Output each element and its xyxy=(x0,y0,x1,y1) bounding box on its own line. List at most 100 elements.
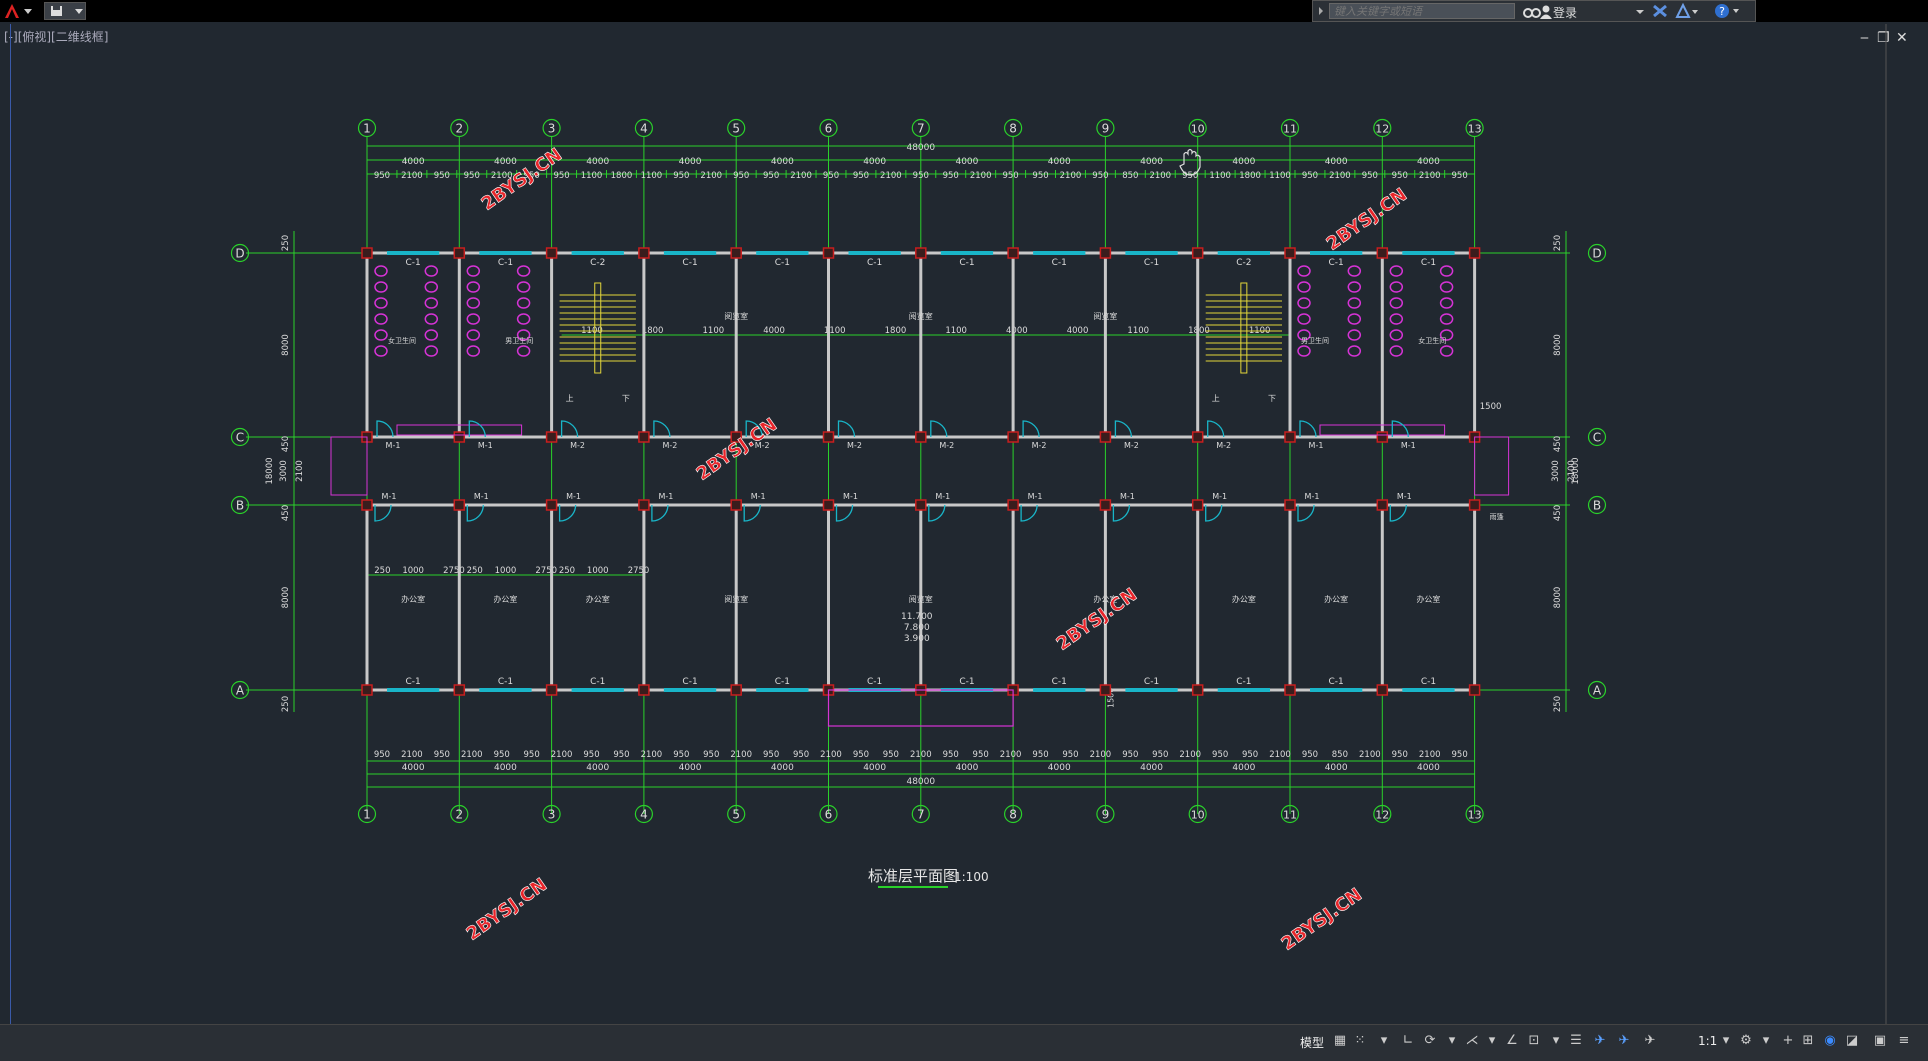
room-label-reading-south: 阅览室 xyxy=(909,594,933,604)
column xyxy=(545,431,558,443)
window-label-south: C-1 xyxy=(959,677,974,687)
door-label-north: M-2 xyxy=(847,441,862,450)
osnap-dropdown-icon[interactable]: ▾ xyxy=(1488,1033,1496,1048)
snap-dropdown-icon[interactable]: ▾ xyxy=(1380,1033,1388,1048)
binoculars-icon[interactable] xyxy=(1521,1,1543,21)
bay-dim-top-6: 4000 xyxy=(955,157,978,167)
a360-icon[interactable] xyxy=(1673,1,1699,21)
sub-dim-bottom-7: 950 xyxy=(583,750,599,760)
door-label-north: M-2 xyxy=(570,441,585,450)
sub-dim-bottom-10: 950 xyxy=(673,750,689,760)
search-input[interactable] xyxy=(1329,3,1515,19)
login-link[interactable]: 登录 xyxy=(1553,6,1578,20)
toilet-fixture xyxy=(1389,313,1404,325)
side-dim-left-1: 8000 xyxy=(281,334,291,356)
room-label-office: 办公室 xyxy=(586,594,610,604)
window-label-north: C-1 xyxy=(1329,258,1344,268)
login-dropdown-icon[interactable] xyxy=(1635,1,1645,21)
door-corridor-north xyxy=(376,420,394,438)
door-label-south: M-1 xyxy=(935,492,950,501)
toilet-fixture xyxy=(1347,345,1362,357)
hardware-acceleration-icon[interactable]: ◪ xyxy=(1845,1033,1859,1048)
door-corridor-south xyxy=(835,504,854,522)
elevation-0: 11.700 xyxy=(901,612,933,622)
side-total-right: 18000 xyxy=(1571,457,1581,484)
sub-dim-bottom-35: 2100 xyxy=(1419,750,1441,760)
polar-dropdown-icon[interactable]: ▾ xyxy=(1448,1033,1456,1048)
door-label-south: M-1 xyxy=(751,492,766,501)
minimize-icon[interactable]: ‒ xyxy=(1860,30,1869,46)
snap-icon[interactable]: ⁙ xyxy=(1354,1033,1366,1048)
sub-dim-top-1: 2100 xyxy=(401,171,423,181)
user-icon xyxy=(1540,5,1552,19)
door-label-north: M-2 xyxy=(939,441,954,450)
axis-label-C-left: C xyxy=(236,431,244,445)
toilet-fixture xyxy=(1297,297,1311,309)
sub-dim-bottom-0: 950 xyxy=(374,750,390,760)
axis-label-D-right: D xyxy=(1592,247,1601,261)
close-icon[interactable]: ✕ xyxy=(1896,30,1908,46)
toilet-fixture xyxy=(1389,345,1404,357)
units-icon[interactable]: ⊞ xyxy=(1802,1033,1814,1048)
axis-bubble-10 xyxy=(1188,118,1207,138)
door-corridor-north xyxy=(1207,420,1225,438)
model-space-button[interactable]: 模型 xyxy=(1300,1036,1325,1050)
application-menu-button[interactable] xyxy=(2,2,42,20)
toilet-fixture xyxy=(374,265,388,277)
ortho-icon[interactable]: ∟ xyxy=(1402,1033,1414,1048)
transparency-icon[interactable]: ▾ xyxy=(1552,1033,1560,1048)
annotation-visibility-icon[interactable]: ✈ xyxy=(1594,1033,1606,1048)
selection-cycling-icon[interactable]: ☰ xyxy=(1570,1033,1582,1048)
toilet-fixture xyxy=(1439,265,1454,277)
lineweight-icon[interactable]: ⊡ xyxy=(1528,1033,1540,1048)
inner-dim-4: 1100 xyxy=(824,326,846,336)
annotation-scale-value[interactable]: 1:1 xyxy=(1698,1034,1718,1048)
side-dim-left-4: 3000 xyxy=(279,460,289,482)
expand-arrow-icon[interactable] xyxy=(1316,1,1326,21)
axis-bubble-3 xyxy=(542,804,561,824)
axis-label-B-right: B xyxy=(1593,499,1601,513)
annotation-monitor-icon[interactable]: + xyxy=(1782,1033,1794,1048)
axis-label-5-top: 5 xyxy=(732,122,740,136)
toilet-fixture xyxy=(1297,345,1311,357)
side-dim-left-0: 250 xyxy=(281,235,291,251)
door-corridor-south xyxy=(651,504,669,522)
door-corridor-south xyxy=(1389,504,1407,522)
axis-bubble-12 xyxy=(1373,118,1392,138)
column xyxy=(638,247,650,259)
exchange-icon[interactable] xyxy=(1651,1,1669,21)
inner-dim-1: 1800 xyxy=(642,326,664,336)
axis-bubble-A xyxy=(230,680,250,700)
workspace-dropdown-icon[interactable]: ▾ xyxy=(1762,1033,1770,1048)
overall-dim-bottom: 48000 xyxy=(906,777,935,787)
clean-screen-icon[interactable]: ▣ xyxy=(1873,1033,1887,1048)
workspace-gear-icon[interactable]: ⚙ xyxy=(1740,1033,1752,1048)
sub-dim-top-14: 2100 xyxy=(790,171,812,181)
door-corridor-north xyxy=(560,420,579,438)
column xyxy=(915,499,927,511)
annotation-scale-icon[interactable]: ✈ xyxy=(1644,1033,1656,1048)
ramp-label: 雨篷 xyxy=(1490,512,1504,521)
window-label-north: C-1 xyxy=(867,258,882,268)
door-corridor-south xyxy=(466,504,484,522)
polar-icon[interactable]: ⟳ xyxy=(1424,1033,1436,1048)
viewport-controls-label[interactable]: [-][俯视][二维线框] xyxy=(4,30,109,44)
door-corridor-south xyxy=(1112,504,1131,522)
sub-dim-top-25: 850 xyxy=(1122,171,1138,181)
isodraft-icon[interactable]: ⋌ xyxy=(1465,1033,1479,1048)
scale-dropdown-icon[interactable]: ▾ xyxy=(1722,1033,1730,1048)
sub-dim-bottom-19: 950 xyxy=(943,750,959,760)
customize-menu-icon[interactable]: ≡ xyxy=(1898,1033,1910,1048)
grid-icon[interactable]: ▦ xyxy=(1333,1033,1347,1048)
help-icon[interactable]: ? xyxy=(1713,1,1741,21)
toilet-fixture xyxy=(424,329,439,341)
auto-scale-icon[interactable]: ✈ xyxy=(1618,1033,1630,1048)
side-dim-right-7: 250 xyxy=(1553,696,1563,712)
quick-access-toolbar[interactable] xyxy=(44,2,86,20)
toilet-fixture xyxy=(466,345,481,357)
object-snap-track-icon[interactable]: ∠ xyxy=(1506,1033,1518,1048)
isolate-objects-icon[interactable]: ◉ xyxy=(1824,1033,1836,1048)
door-label-south: M-1 xyxy=(1212,492,1227,501)
